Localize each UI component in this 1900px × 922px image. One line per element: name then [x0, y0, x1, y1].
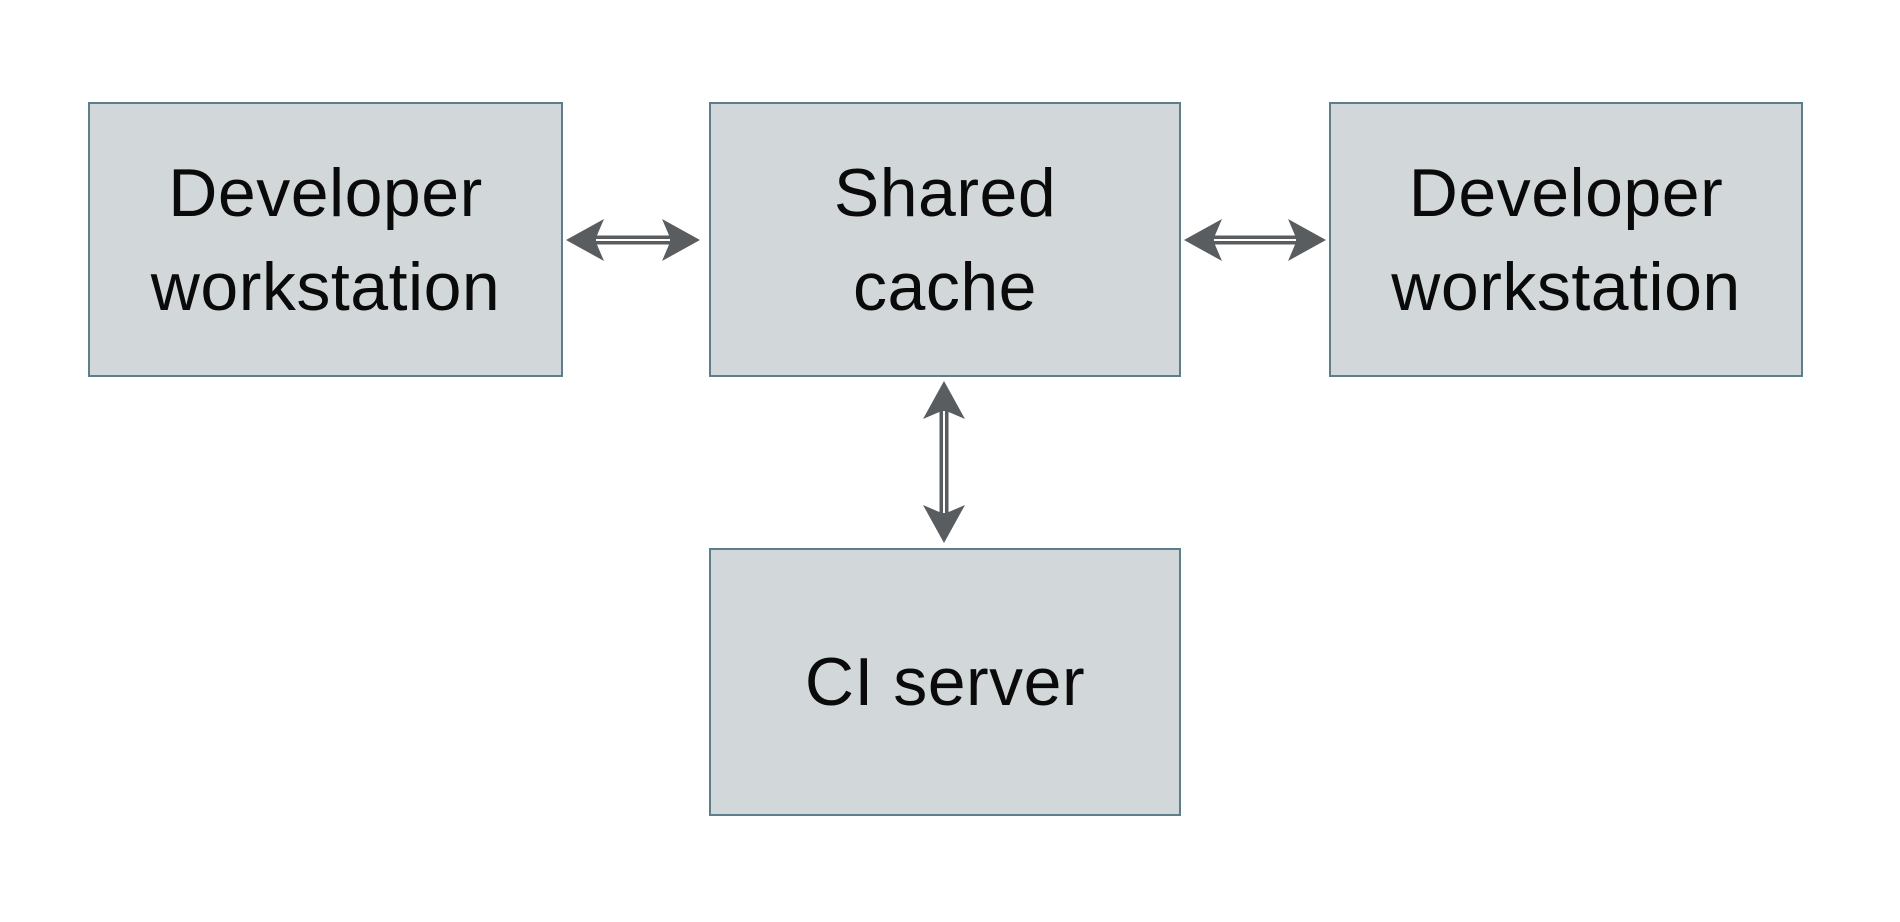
node-shared-cache: Shared cache [709, 102, 1181, 377]
node-label-line: cache [853, 248, 1037, 325]
node-label-line: workstation [1391, 248, 1741, 325]
node-label-line: workstation [150, 248, 501, 325]
node-label-line: Shared [833, 154, 1057, 231]
node-developer-workstation-right: Developer workstation [1329, 102, 1803, 377]
bidirectional-arrow-shared-cache-to-right-workstation [1184, 210, 1326, 270]
node-label-line: Developer [168, 154, 483, 231]
bidirectional-arrow-left-workstation-to-shared-cache [566, 210, 700, 270]
double-arrow-icon [1184, 219, 1326, 261]
node-ci-server: CI server [709, 548, 1181, 816]
node-label-line: Developer [1408, 154, 1724, 231]
node-label-line: CI server [804, 644, 1086, 720]
node-developer-workstation-left: Developer workstation [88, 102, 563, 377]
double-arrow-icon [566, 219, 700, 261]
bidirectional-arrow-shared-cache-to-ci-server [914, 381, 974, 543]
double-arrow-icon [923, 381, 965, 543]
